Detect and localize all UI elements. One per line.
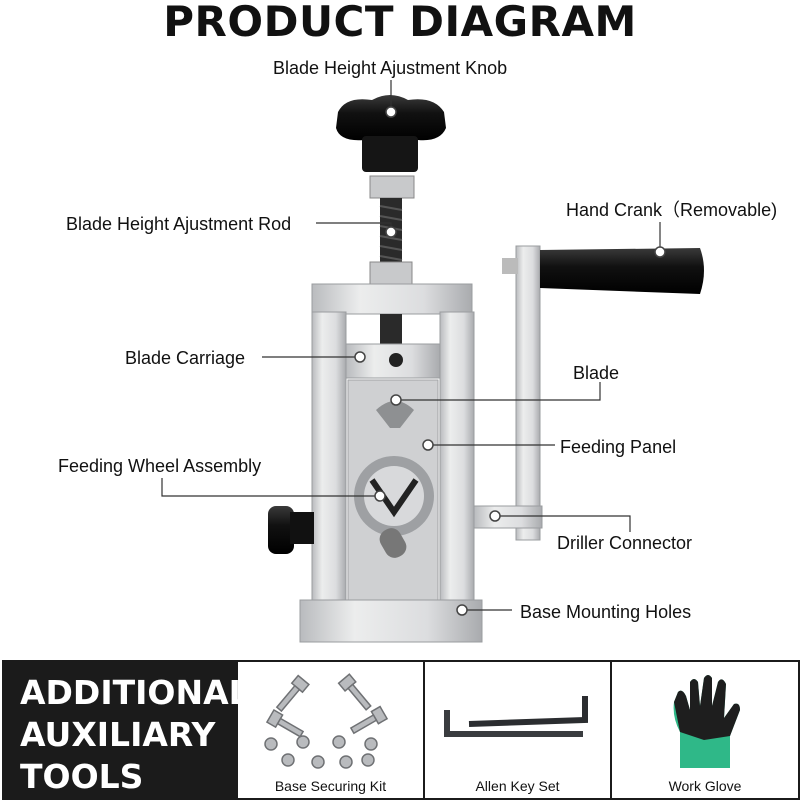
- allen-keys-illustration: [444, 696, 588, 737]
- auxiliary-title-box: ADDITIONAL AUXILIARY TOOLS: [2, 660, 250, 800]
- aux-title-line-2: AUXILIARY: [20, 715, 216, 754]
- label-feeding-panel: Feeding Panel: [560, 437, 677, 457]
- securing-kit-illustration: [264, 673, 389, 769]
- label-blade: Blade: [573, 363, 620, 383]
- tool-cell-work-glove: Work Glove: [612, 660, 800, 800]
- aux-title-line-1: ADDITIONAL: [20, 673, 250, 712]
- label-feeding-wheel: Feeding Wheel Assembly: [58, 456, 262, 476]
- caption-work-glove: Work Glove: [668, 778, 742, 794]
- hand-crank-illustration: [473, 245, 704, 541]
- label-base-holes: Base Mounting Holes: [520, 602, 692, 622]
- caption-allen-keys: Allen Key Set: [475, 778, 560, 794]
- label-driller: Driller Connector: [557, 533, 693, 553]
- frame-illustration: [299, 283, 483, 643]
- tool-cell-securing-kit: Base Securing Kit: [238, 660, 425, 800]
- callout-lines: [161, 80, 661, 611]
- side-knob-illustration: [268, 506, 314, 554]
- aux-title-line-3: TOOLS: [20, 757, 144, 796]
- tool-cell-allen-keys: Allen Key Set: [425, 660, 612, 800]
- threaded-rod-illustration: [369, 198, 413, 285]
- label-rod: Blade Height Ajustment Rod: [66, 214, 292, 234]
- caption-securing-kit: Base Securing Kit: [274, 778, 387, 794]
- auxiliary-title: ADDITIONAL AUXILIARY TOOLS: [20, 672, 250, 798]
- label-knob: Blade Height Ajustment Knob: [273, 58, 508, 78]
- auxiliary-tools-section: ADDITIONAL AUXILIARY TOOLS Base Securing…: [0, 660, 800, 800]
- page-title: PRODUCT DIAGRAM: [163, 0, 637, 46]
- label-crank: Hand Crank（Removable): [566, 200, 778, 220]
- callout-dots: [354, 106, 666, 616]
- work-glove-illustration: [673, 675, 740, 768]
- wire-stripper-illustration: [161, 80, 704, 643]
- label-carriage: Blade Carriage: [125, 348, 246, 368]
